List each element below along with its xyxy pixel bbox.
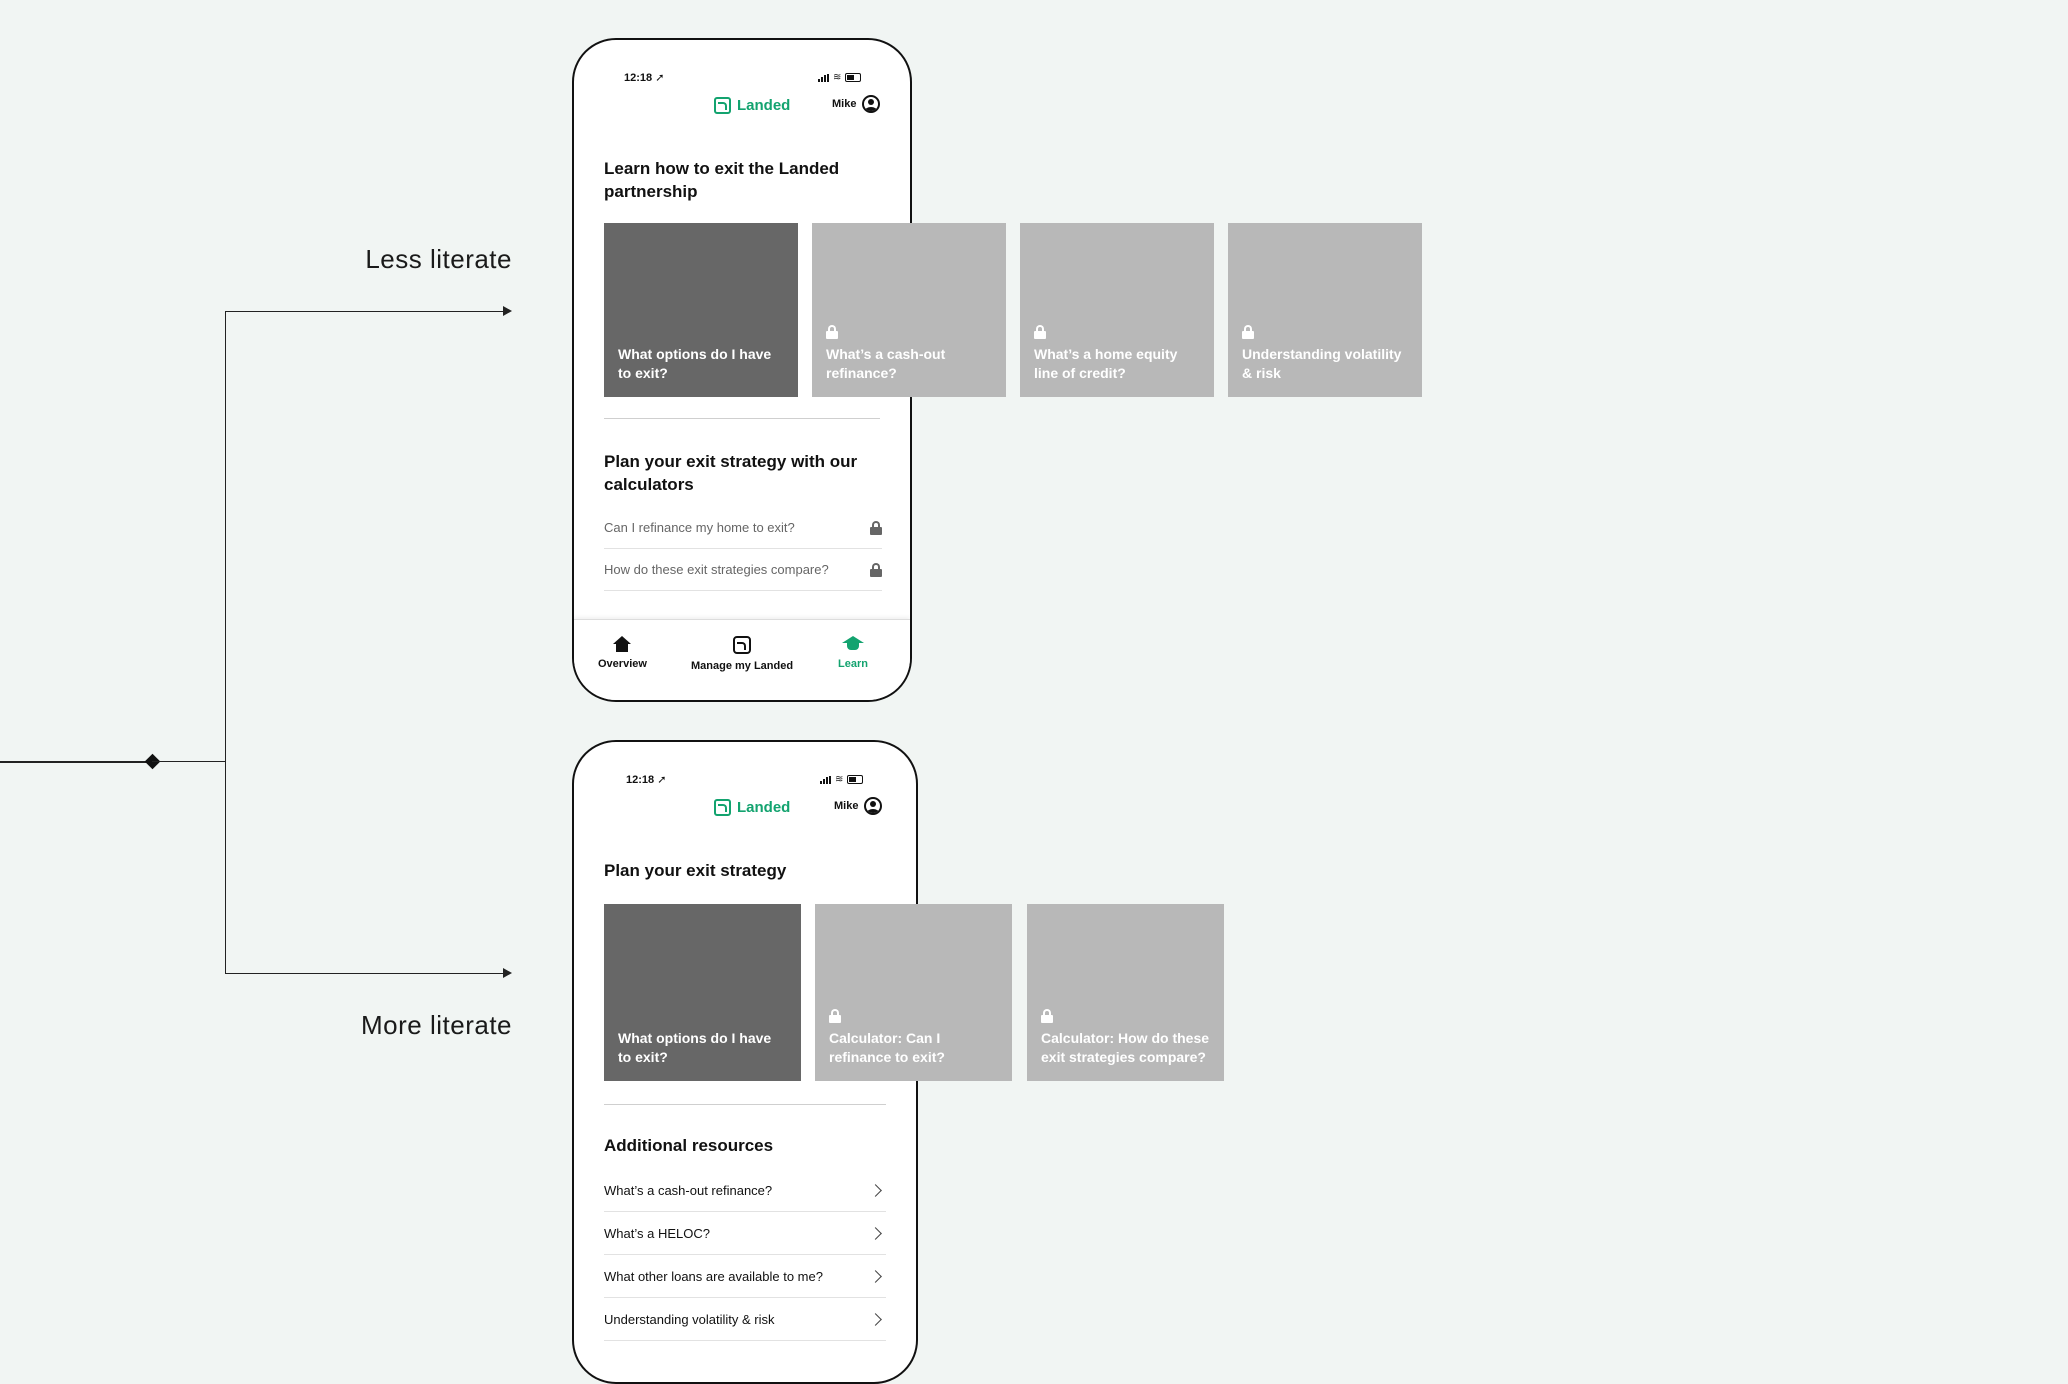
brand-name: Landed [737, 97, 791, 114]
resource-row[interactable]: What’s a cash-out refinance? [604, 1169, 886, 1212]
resource-label: What other loans are available to me? [604, 1268, 823, 1284]
resource-row[interactable]: Understanding volatility & risk [604, 1298, 886, 1341]
plan-card-locked[interactable]: Calculator: How do these exit strategies… [1027, 904, 1224, 1081]
resource-label: What’s a HELOC? [604, 1225, 710, 1241]
lock-icon [870, 562, 882, 577]
card-label: What options do I have to exit? [618, 1030, 772, 1065]
battery-icon [847, 775, 864, 784]
battery-icon [845, 73, 862, 82]
lock-icon [1242, 325, 1254, 339]
chevron-right-icon [869, 1269, 882, 1283]
upper-arrow-icon [503, 306, 512, 316]
card-label: Calculator: Can I refinance to exit? [829, 1030, 945, 1065]
section-title-plan: Plan your exit strategy [604, 861, 787, 880]
learn-card-locked[interactable]: Understanding volatility & risk [1228, 223, 1422, 397]
card-label: What options do I have to exit? [618, 346, 772, 381]
learn-card-locked[interactable]: What’s a cash-out refinance? [812, 223, 1006, 397]
wifi-icon: ≋ [835, 773, 844, 785]
calculator-row[interactable]: How do these exit strategies compare? [604, 549, 882, 591]
landed-logo-icon [714, 799, 731, 816]
bottom-tab-bar: Overview Manage my Landed Learn [574, 619, 910, 700]
tab-overview[interactable]: Overview [598, 636, 647, 670]
card-label: What’s a home equity line of credit? [1034, 346, 1178, 381]
lock-icon [1034, 325, 1046, 339]
resource-label: What’s a cash-out refinance? [604, 1182, 773, 1198]
signal-icon [820, 775, 831, 784]
lower-branch-line [225, 973, 505, 974]
avatar-icon [864, 797, 883, 815]
learn-card[interactable]: What options do I have to exit? [604, 223, 798, 397]
card-label: Calculator: How do these exit strategies… [1041, 1030, 1210, 1065]
landed-icon [733, 636, 752, 654]
card-label: Understanding volatility & risk [1242, 346, 1402, 381]
status-time: 12:18 ➚ [624, 72, 665, 84]
home-icon [613, 636, 632, 652]
resource-row[interactable]: What’s a HELOC? [604, 1212, 886, 1255]
user-menu[interactable]: Mike [834, 797, 883, 815]
learn-card-locked[interactable]: What’s a home equity line of credit? [1020, 223, 1214, 397]
lock-icon [829, 1009, 841, 1023]
lock-icon [870, 520, 882, 535]
tab-label: Learn [838, 658, 868, 670]
upper-branch-line [225, 311, 505, 312]
section-divider [604, 1104, 886, 1105]
chevron-right-icon [869, 1312, 882, 1326]
calculator-row[interactable]: Can I refinance my home to exit? [604, 507, 882, 549]
lock-icon [826, 325, 838, 339]
plan-card[interactable]: What options do I have to exit? [604, 904, 801, 1081]
lower-arrow-icon [503, 968, 512, 978]
status-icons: ≋ [820, 773, 864, 785]
resource-row[interactable]: What other loans are available to me? [604, 1255, 886, 1298]
user-menu[interactable]: Mike [832, 95, 881, 113]
calculator-label: How do these exit strategies compare? [604, 562, 829, 577]
tab-label: Manage my Landed [691, 660, 794, 672]
tab-label: Overview [598, 658, 647, 670]
chevron-right-icon [869, 1183, 882, 1197]
user-name: Mike [832, 98, 857, 110]
card-label: What’s a cash-out refinance? [826, 346, 946, 381]
brand-name: Landed [737, 799, 791, 816]
section-title-learn: Learn how to exit the Landed partnership [604, 159, 840, 201]
wifi-icon: ≋ [833, 71, 842, 83]
trunk-line [0, 761, 152, 763]
vertical-line [225, 311, 226, 974]
section-title-calculators: Plan your exit strategy with our calcula… [604, 452, 858, 494]
section-title-resources: Additional resources [604, 1136, 774, 1155]
signal-icon [818, 73, 829, 82]
tab-learn[interactable]: Learn [838, 636, 868, 670]
status-icons: ≋ [818, 71, 862, 83]
graduation-cap-icon [841, 636, 864, 652]
brand-logo[interactable]: Landed [714, 799, 790, 816]
plan-card-locked[interactable]: Calculator: Can I refinance to exit? [815, 904, 1012, 1081]
lock-icon [1041, 1009, 1053, 1023]
section-divider [604, 418, 880, 419]
less-literate-label: Less literate [365, 244, 512, 274]
tab-manage-my-landed[interactable]: Manage my Landed [691, 636, 793, 672]
chevron-right-icon [869, 1226, 882, 1240]
resource-label: Understanding volatility & risk [604, 1311, 775, 1327]
brand-logo[interactable]: Landed [714, 97, 790, 114]
avatar-icon [862, 95, 881, 113]
stub-line [152, 761, 226, 762]
landed-logo-icon [714, 97, 731, 114]
calculator-label: Can I refinance my home to exit? [604, 520, 795, 535]
status-time: 12:18 ➚ [626, 774, 667, 786]
user-name: Mike [834, 800, 859, 812]
more-literate-label: More literate [361, 1010, 512, 1040]
